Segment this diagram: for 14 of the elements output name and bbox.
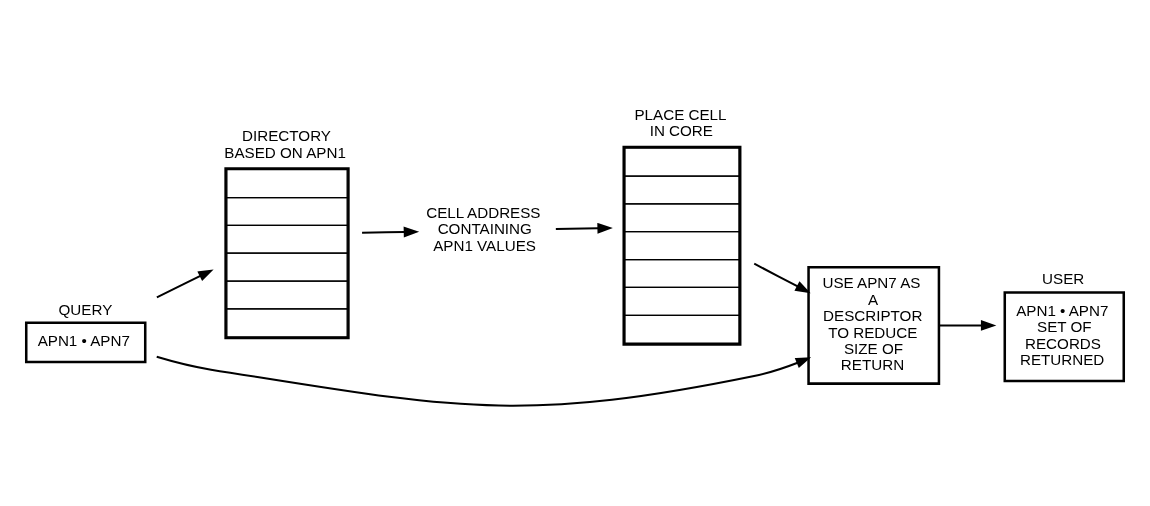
node-box: APN1 • APN7	[24, 321, 147, 364]
arrow	[753, 262, 811, 294]
arrow	[939, 319, 997, 331]
node-text: CELL ADDRESS CONTAINING APN1 VALUES	[426, 203, 541, 254]
node-label: QUERY	[58, 300, 113, 318]
node-label: DIRECTORY BASED ON APN1	[224, 127, 346, 161]
node-box: APN1 • APN7 SET OF RECORDS RETURNED	[1003, 291, 1126, 383]
node-label: USER	[1042, 270, 1085, 288]
arrow	[156, 269, 214, 299]
arrow	[362, 226, 420, 238]
arrow	[555, 222, 613, 234]
node-box: USE APN7 AS A DESCRIPTOR TO REDUCE SIZE OF RETURN	[807, 265, 941, 385]
arrow	[156, 355, 812, 407]
node-label: PLACE CELL IN CORE	[634, 105, 727, 140]
